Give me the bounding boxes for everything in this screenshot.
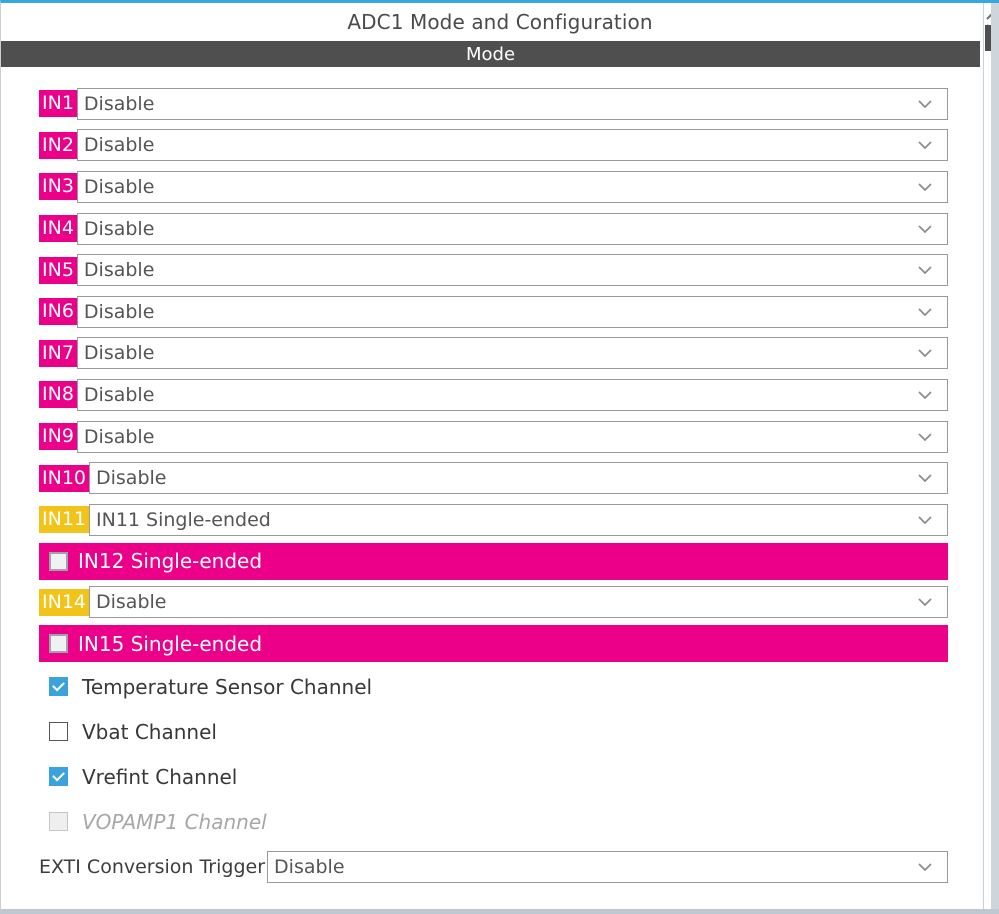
extra-channel-label: VOPAMP1 Channel — [82, 809, 267, 834]
channel-mode-select[interactable]: Disable — [76, 420, 948, 453]
extra-channel-row: VOPAMP1 Channel — [1, 799, 981, 844]
extra-channel-label: Vrefint Channel — [82, 764, 238, 789]
channel-mode-select[interactable]: Disable — [76, 337, 948, 370]
scrollbar-outer-gutter — [991, 3, 999, 909]
extra-channel-row[interactable]: Vrefint Channel — [1, 754, 981, 799]
chevron-down-icon — [917, 862, 933, 872]
channel-mode-select[interactable]: IN11 Single-ended — [89, 503, 948, 536]
panel-title-bar: ADC1 Mode and Configuration — [1, 3, 999, 41]
channel-checkbox[interactable] — [49, 551, 68, 571]
chevron-down-icon — [917, 307, 933, 317]
chevron-down-icon — [917, 348, 933, 358]
chevron-down-icon — [917, 432, 933, 442]
channel-label-chip[interactable]: IN6 — [39, 298, 77, 326]
channel-label-chip[interactable]: IN8 — [39, 381, 77, 409]
channel-label-chip[interactable]: IN5 — [39, 256, 77, 284]
channel-label-chip[interactable]: IN11 — [39, 506, 89, 534]
exti-conversion-trigger-row: EXTI Conversion Trigger Disable — [1, 844, 981, 890]
channel-mode-select[interactable]: Disable — [76, 170, 948, 203]
channel-mode-value: Disable — [83, 217, 155, 240]
channel-banner-label: IN15 Single-ended — [78, 631, 263, 656]
channel-row: IN2 Disable — [1, 125, 981, 167]
chevron-down-icon — [917, 473, 933, 483]
channel-mode-value: Disable — [83, 134, 155, 157]
channel-label-chip[interactable]: IN9 — [39, 423, 77, 451]
chevron-down-icon — [917, 224, 933, 234]
channel-checkbox[interactable] — [49, 634, 68, 654]
chevron-down-icon — [917, 390, 933, 400]
extra-channel-checkbox[interactable] — [49, 677, 68, 697]
channel-banner-row[interactable]: IN12 Single-ended — [39, 542, 948, 580]
channel-row: IN7 Disable — [1, 333, 981, 375]
channel-row: IN14 Disable — [1, 582, 981, 624]
channel-mode-select[interactable]: Disable — [89, 462, 948, 495]
channel-mode-value: Disable — [96, 591, 167, 614]
chevron-down-icon — [917, 515, 933, 525]
channel-mode-select[interactable]: Disable — [76, 378, 948, 411]
extra-channel-row[interactable]: Temperature Sensor Channel — [1, 664, 981, 709]
channel-mode-value: IN11 Single-ended — [96, 508, 271, 531]
channel-mode-value: Disable — [83, 425, 155, 448]
channel-row: IN10 Disable — [1, 457, 981, 499]
channel-row: IN5 Disable — [1, 249, 981, 291]
chevron-down-icon — [917, 140, 933, 150]
mode-section-header: Mode — [1, 41, 980, 67]
channel-row: IN3 Disable — [1, 166, 981, 208]
channel-label-chip[interactable]: IN7 — [39, 339, 77, 367]
extra-channel-checkbox[interactable] — [49, 722, 68, 742]
channel-row: IN9 Disable — [1, 416, 981, 458]
channel-mode-value: Disable — [83, 259, 155, 282]
channel-label-chip[interactable]: IN4 — [39, 215, 77, 243]
exti-conversion-trigger-value: Disable — [274, 856, 345, 879]
channel-mode-value: Disable — [83, 342, 155, 365]
channel-mode-value: Disable — [96, 467, 167, 490]
channel-mode-select[interactable]: Disable — [76, 129, 948, 162]
channel-mode-select[interactable]: Disable — [76, 295, 948, 328]
chevron-down-icon — [917, 182, 933, 192]
chevron-down-icon — [917, 597, 933, 607]
mode-section-header-label: Mode — [465, 43, 516, 65]
exti-conversion-trigger-label: EXTI Conversion Trigger — [39, 856, 266, 879]
page-title: ADC1 Mode and Configuration — [347, 10, 653, 34]
channel-mode-value: Disable — [83, 175, 155, 198]
channel-mode-value: Disable — [83, 300, 155, 323]
channel-mode-select[interactable]: Disable — [76, 254, 948, 287]
chevron-down-icon — [917, 99, 933, 109]
channel-row: IN6 Disable — [1, 291, 981, 333]
channel-label-chip[interactable]: IN14 — [39, 588, 89, 616]
channel-label-chip[interactable]: IN3 — [39, 173, 77, 201]
channel-banner-label: IN12 Single-ended — [78, 549, 263, 574]
chevron-down-icon — [917, 265, 933, 275]
channel-mode-select[interactable]: Disable — [89, 586, 948, 619]
channel-label-chip[interactable]: IN1 — [39, 90, 77, 118]
channel-mode-select[interactable]: Disable — [76, 212, 948, 245]
extra-channel-checkbox — [49, 812, 68, 832]
channel-label-chip[interactable]: IN10 — [39, 464, 89, 492]
channel-label-chip[interactable]: IN2 — [39, 131, 77, 159]
extra-channel-label: Vbat Channel — [82, 719, 217, 744]
exti-conversion-trigger-select[interactable]: Disable — [267, 851, 948, 884]
channel-row: IN11 IN11 Single-ended — [1, 499, 981, 541]
channel-row: IN4 Disable — [1, 208, 981, 250]
channel-row: IN1 Disable — [1, 83, 981, 125]
channel-mode-value: Disable — [83, 383, 155, 406]
extra-channel-row[interactable]: Vbat Channel — [1, 709, 981, 754]
channel-mode-select[interactable]: Disable — [76, 87, 948, 120]
channel-row: IN8 Disable — [1, 374, 981, 416]
channel-banner-row[interactable]: IN15 Single-ended — [39, 625, 948, 663]
extra-channel-label: Temperature Sensor Channel — [82, 674, 373, 699]
extra-channel-checkbox[interactable] — [49, 767, 68, 787]
channel-mode-value: Disable — [83, 92, 155, 115]
